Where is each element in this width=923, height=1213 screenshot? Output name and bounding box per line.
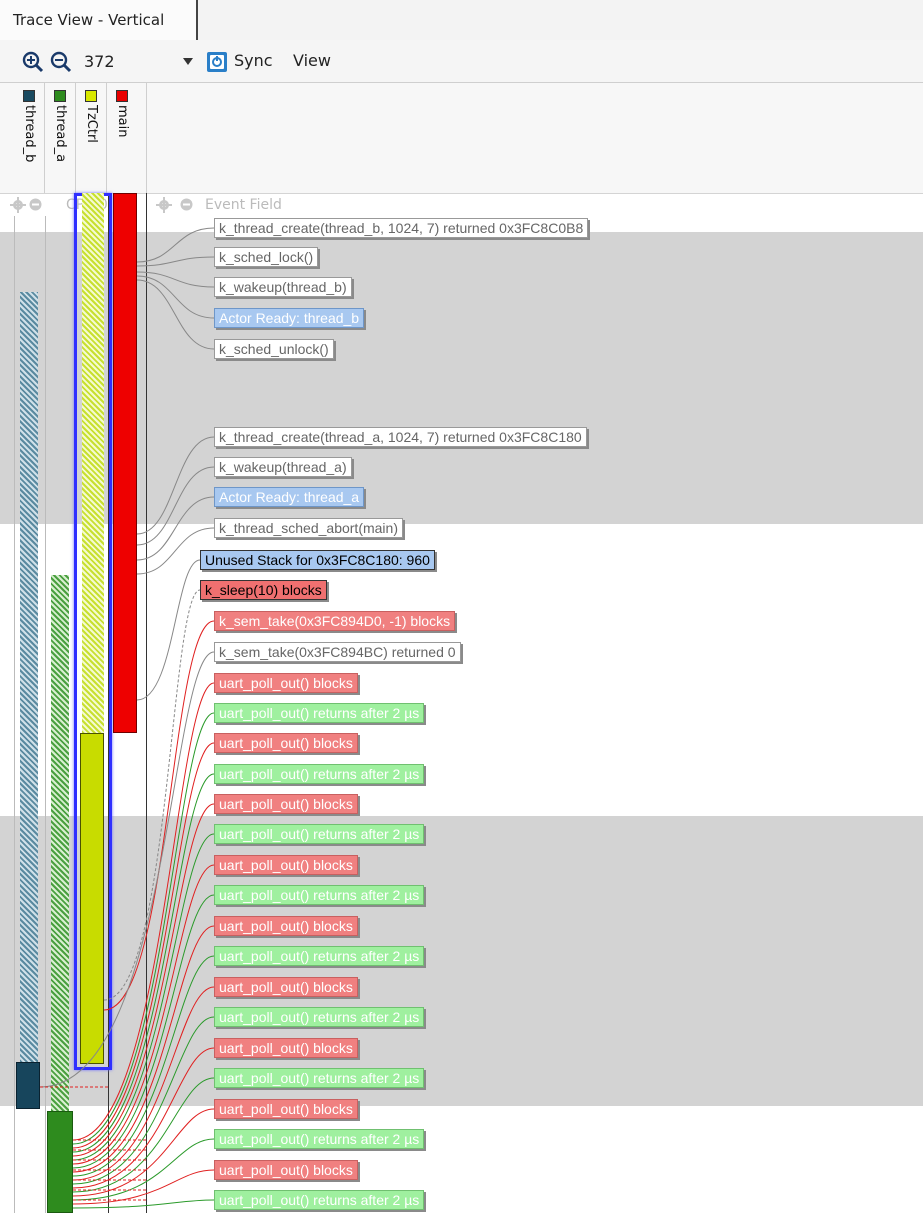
lane-divider [108,193,109,1213]
event-label[interactable]: k_thread_create(thread_a, 1024, 7) retur… [214,427,587,447]
chevron-down-icon[interactable] [183,58,193,66]
collapse-icon[interactable] [180,198,193,211]
column-thread-a[interactable]: thread_a [45,83,76,193]
event-label[interactable]: k_thread_sched_abort(main) [214,518,403,538]
column-label: thread_b [22,105,37,163]
lane-divider [45,216,46,1213]
event-label[interactable]: k_wakeup(thread_b) [214,277,352,297]
event-label[interactable]: k_thread_create(thread_b, 1024, 7) retur… [214,218,589,238]
event-label[interactable]: k_sem_take(0x3FC894D0, -1) blocks [214,611,456,631]
event-field-label: Event Field [205,197,282,213]
column-thread-b[interactable]: thread_b [14,83,45,193]
event-label[interactable]: k_wakeup(thread_a) [214,457,352,477]
tzctrl-ready-bar[interactable] [82,193,104,733]
column-label: thread_a [53,105,68,163]
column-label: TzCtrl [84,105,99,143]
column-tzctrl[interactable]: TzCtrl [76,83,107,193]
thread-a-ready-bar[interactable] [51,575,69,1111]
event-label[interactable]: uart_poll_out() returns after 2 µs [214,1068,425,1088]
event-label[interactable]: uart_poll_out() returns after 2 µs [214,824,425,844]
column-main[interactable]: main [107,83,147,193]
color-swatch [23,90,35,102]
time-band [0,232,923,524]
color-swatch [54,90,66,102]
event-label[interactable]: uart_poll_out() returns after 2 µs [214,703,425,723]
zoom-out-icon[interactable] [50,51,72,73]
lane-divider [14,216,15,1213]
tab-trace-view-vertical[interactable]: Trace View - Vertical [0,0,198,40]
collapse-icon[interactable] [29,198,42,211]
event-label[interactable]: k_sched_lock() [214,247,319,267]
gear-icon[interactable] [10,197,26,213]
event-label[interactable]: uart_poll_out() returns after 2 µs [214,1190,425,1210]
thread-b-exec-bar[interactable] [16,1062,40,1109]
main-exec-bar[interactable] [113,193,137,733]
event-label[interactable]: uart_poll_out() returns after 2 µs [214,885,425,905]
event-label[interactable]: k_sched_unlock() [214,339,334,359]
zoom-in-icon[interactable] [22,51,44,73]
event-label[interactable]: uart_poll_out() returns after 2 µs [214,1007,425,1027]
event-label[interactable]: uart_poll_out() returns after 2 µs [214,946,425,966]
color-swatch [85,90,97,102]
event-label[interactable]: uart_poll_out() blocks [214,855,358,875]
event-label[interactable]: uart_poll_out() blocks [214,1160,358,1180]
column-header [0,83,923,194]
thread-b-ready-bar[interactable] [20,292,38,1062]
zoom-level-field[interactable]: 372 [78,48,188,76]
event-label[interactable]: uart_poll_out() returns after 2 µs [214,764,425,784]
sync-icon[interactable] [206,51,228,73]
event-label[interactable]: uart_poll_out() blocks [214,1038,358,1058]
lane-divider [146,193,147,1213]
event-label[interactable]: k_sem_take(0x3FC894BC) returned 0 [214,642,461,662]
event-label[interactable]: uart_poll_out() blocks [214,1099,358,1119]
event-label[interactable]: Actor Ready: thread_b [214,308,365,328]
event-label[interactable]: k_sleep(10) blocks [200,580,327,600]
event-label[interactable]: uart_poll_out() blocks [214,977,358,997]
tzctrl-exec-bar[interactable] [80,733,104,1064]
sync-button[interactable]: Sync [234,51,273,70]
event-label[interactable]: Actor Ready: thread_a [214,487,365,507]
color-swatch [116,90,128,102]
event-label[interactable]: uart_poll_out() blocks [214,673,358,693]
event-label[interactable]: uart_poll_out() blocks [214,916,358,936]
event-label[interactable]: Unused Stack for 0x3FC8C180: 960 [200,550,435,570]
gear-icon[interactable] [156,197,172,213]
event-label[interactable]: uart_poll_out() blocks [214,733,358,753]
event-label[interactable]: uart_poll_out() returns after 2 µs [214,1129,425,1149]
column-label: main [115,105,130,138]
thread-a-exec-bar[interactable] [47,1111,73,1213]
event-label[interactable]: uart_poll_out() blocks [214,794,358,814]
time-band [0,816,923,1106]
view-menu-button[interactable]: View [293,51,331,70]
